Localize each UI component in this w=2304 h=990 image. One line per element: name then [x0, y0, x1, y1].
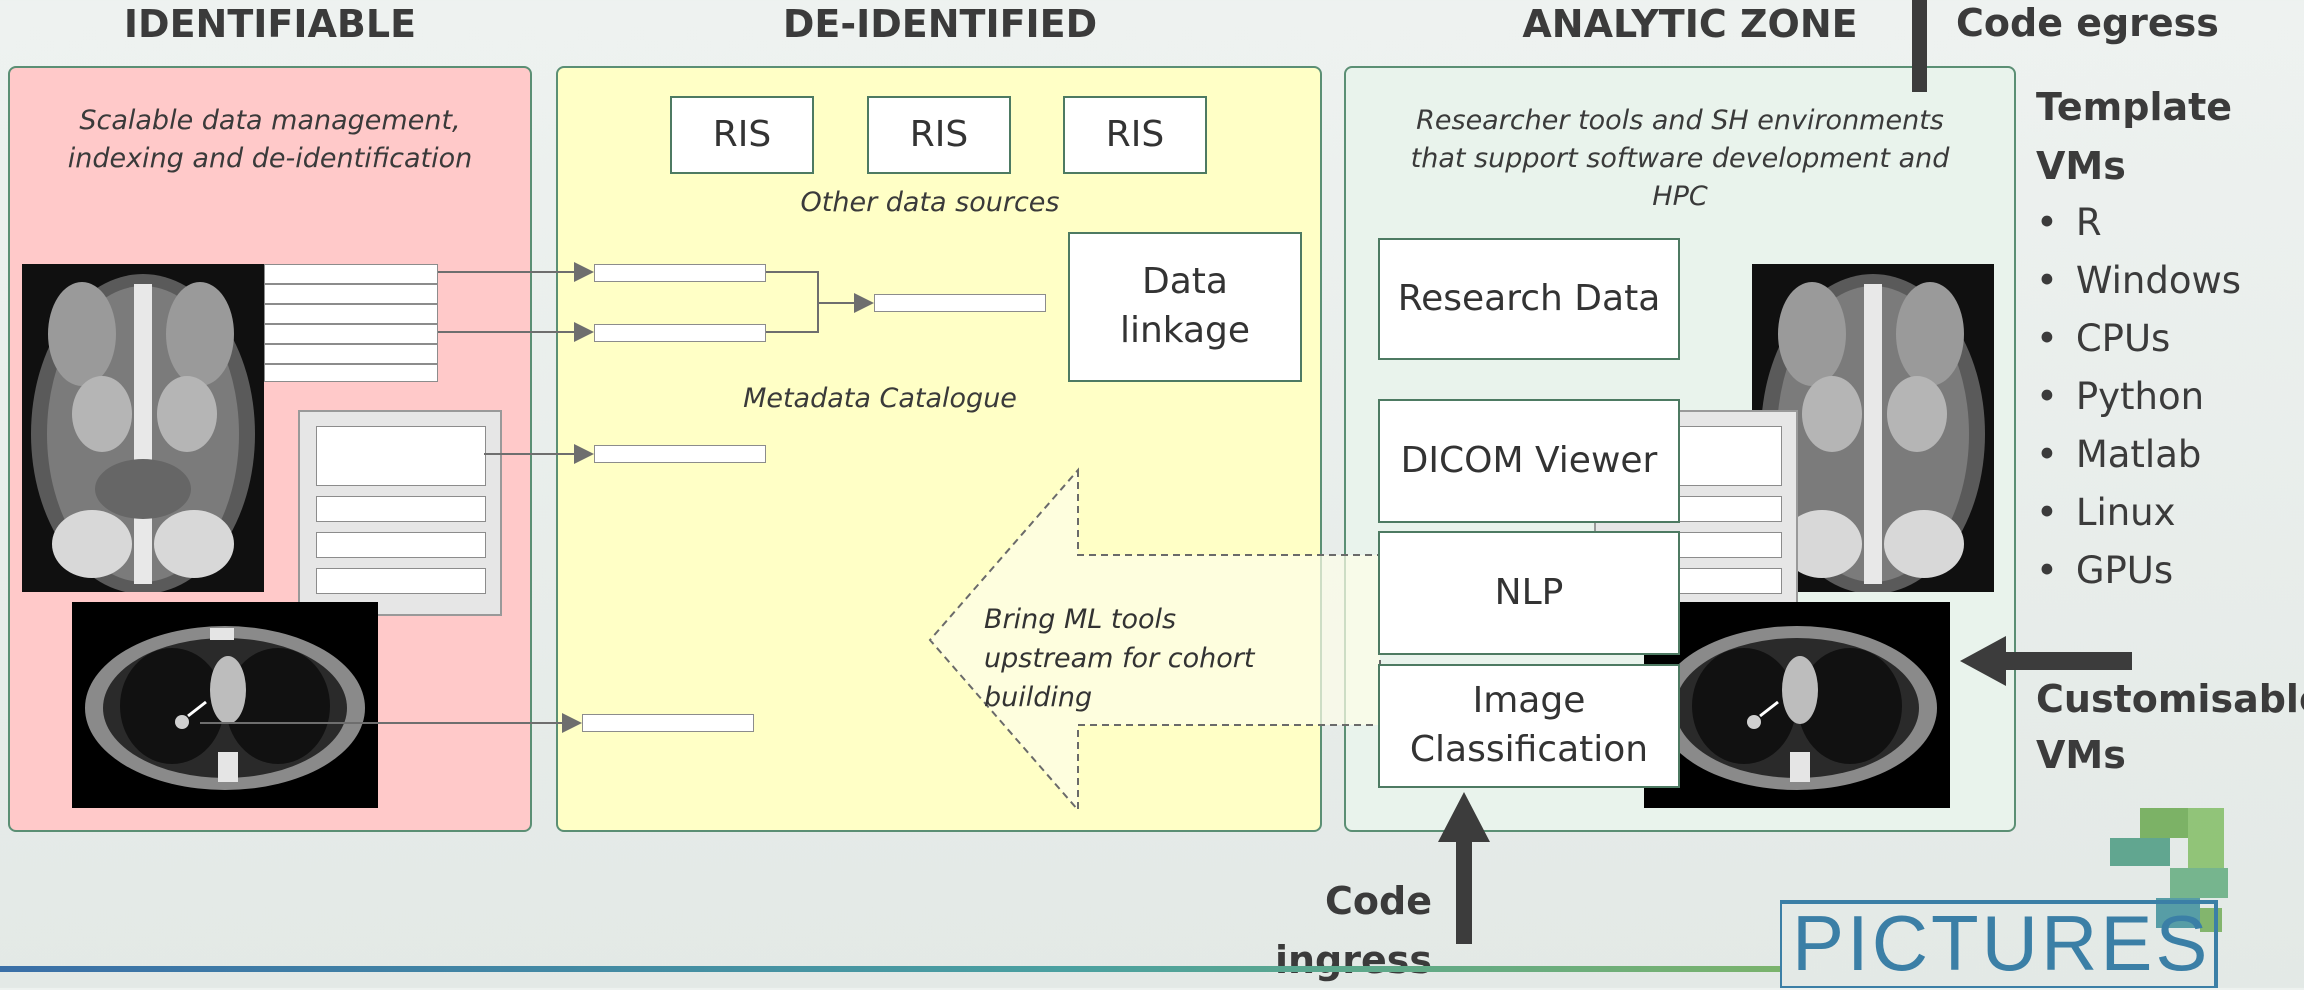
other-data-sources-label: Other data sources [800, 187, 1060, 218]
ml-upstream-arrow [928, 467, 1381, 813]
logo-text: PICTURES [1792, 899, 2211, 987]
vm-list-item: Python [2036, 368, 2296, 426]
pictures-logo: PICTURES [1780, 808, 2280, 988]
data-linkage-box: Data linkage [1068, 232, 1302, 382]
code-ingress-arrow [1438, 792, 1490, 944]
ris-box: RIS [1063, 96, 1207, 174]
ris-box: RIS [670, 96, 814, 174]
coronal-ct-image [22, 264, 264, 592]
vm-list-item: Windows [2036, 252, 2296, 310]
catalogue-record [582, 714, 754, 732]
ris-box: RIS [867, 96, 1011, 174]
analytic-caption: Researcher tools and SH environments tha… [1410, 105, 1950, 212]
vm-list-item: GPUs [2036, 542, 2296, 600]
customisable-vms-arrow [1960, 636, 2132, 686]
customisable-vms-label: Customisable VMs [2036, 677, 2304, 777]
image-classification-box: Image Classification [1378, 664, 1680, 788]
logo-mark [1780, 808, 2228, 988]
axial-ct-image [72, 602, 378, 808]
vm-list-item: Linux [2036, 484, 2296, 542]
research-data-box: Research Data [1378, 238, 1680, 360]
header-analytic-zone: ANALYTIC ZONE [1522, 2, 1858, 46]
nlp-box: NLP [1378, 531, 1680, 655]
metadata-catalogue-label: Metadata Catalogue [743, 383, 1017, 414]
header-deidentified: DE-IDENTIFIED [782, 2, 1098, 46]
vm-list-item: Matlab [2036, 426, 2296, 484]
ml-arrow-text: Bring ML tools upstream for cohort build… [984, 604, 1255, 714]
catalogue-record [594, 445, 766, 463]
coronal-record-lines [264, 264, 438, 382]
identifiable-caption: Scalable data management, indexing and d… [67, 105, 473, 174]
code-egress-arrow [1912, 0, 1927, 92]
header-identifiable: IDENTIFIABLE [123, 2, 417, 46]
dicom-viewer-box: DICOM Viewer [1378, 399, 1680, 523]
catalogue-record [594, 264, 766, 282]
template-vm-list: R Windows CPUs Python Matlab Linux GPUs [2036, 194, 2296, 600]
catalogue-connectors [200, 262, 874, 733]
template-vms-heading: Template VMs [2036, 85, 2233, 188]
code-egress-label: Code egress [1956, 1, 2219, 45]
footer-gradient-line [0, 966, 1780, 972]
report-card [298, 410, 502, 616]
linked-record [874, 294, 1046, 312]
axial-ct-image-analytic [1644, 602, 1950, 808]
vm-list-item: CPUs [2036, 310, 2296, 368]
vm-list-item: R [2036, 194, 2296, 252]
catalogue-record [594, 324, 766, 342]
code-ingress-label: Code ingress [1274, 879, 1432, 982]
